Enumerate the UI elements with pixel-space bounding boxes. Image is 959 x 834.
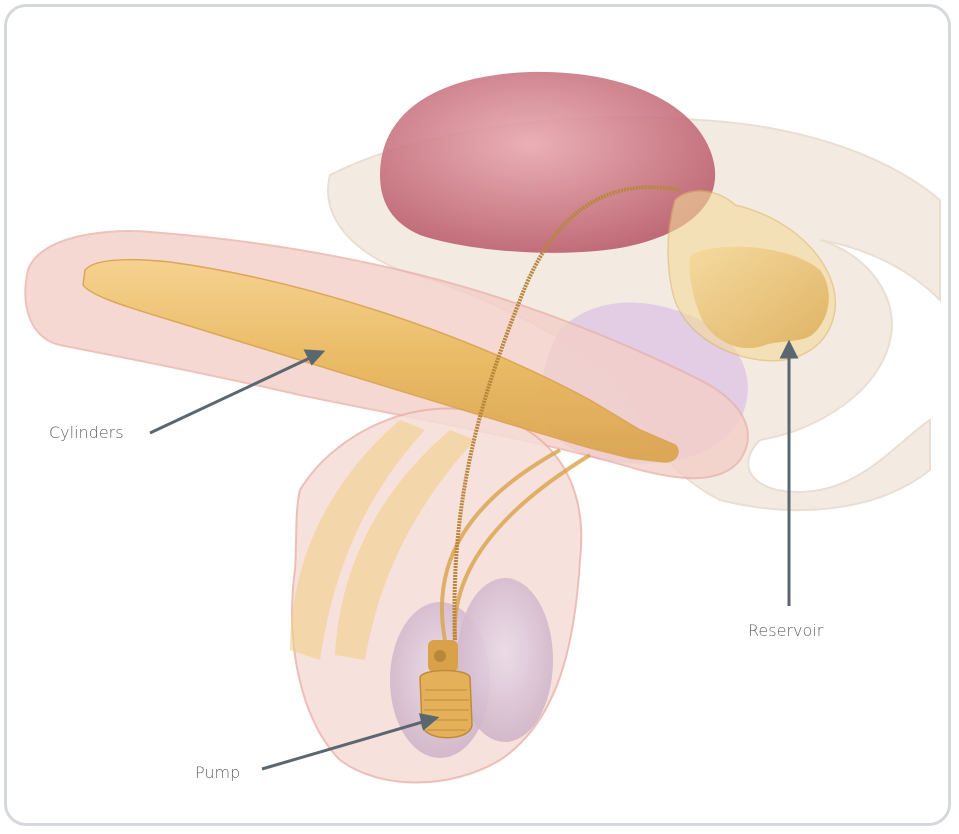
label-cylinders: Cylinders: [49, 423, 124, 442]
label-reservoir: Reservoir: [748, 621, 823, 640]
bladder: [380, 72, 715, 253]
label-pump: Pump: [195, 763, 240, 782]
